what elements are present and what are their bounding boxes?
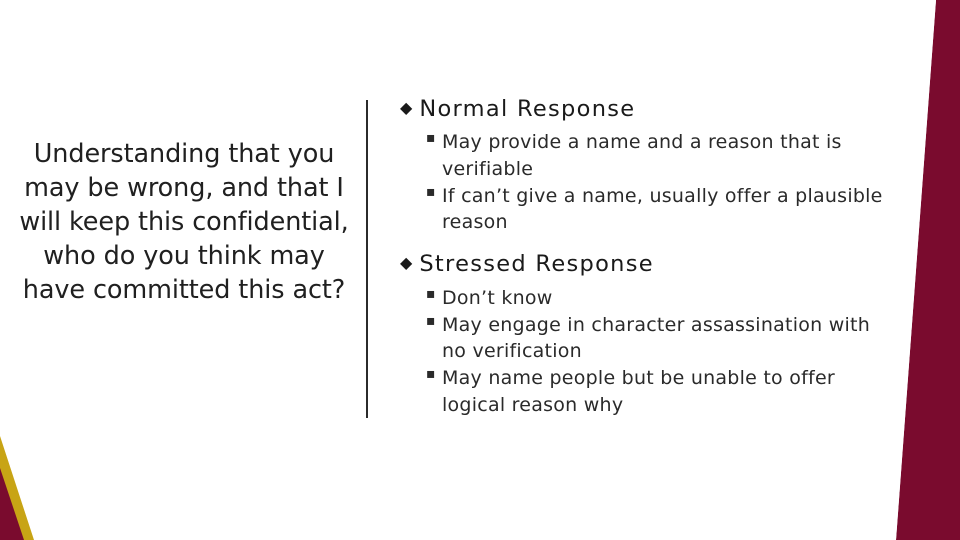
heading-label: Normal Response bbox=[419, 96, 636, 122]
list-item: ▪ If can’t give a name, usually offer a … bbox=[400, 183, 900, 235]
list-item: ▪ May provide a name and a reason that i… bbox=[400, 129, 900, 181]
section-heading-stressed-response: ◆ Stressed Response bbox=[400, 251, 900, 278]
vertical-divider bbox=[366, 100, 368, 418]
list-item: ▪ May engage in character assassination … bbox=[400, 312, 900, 364]
list-item-label: May engage in character assassination wi… bbox=[442, 313, 871, 363]
list-item-label: May provide a name and a reason that is … bbox=[442, 131, 842, 180]
diamond-bullet-icon: ◆ bbox=[400, 253, 413, 273]
list-item-label: If can’t give a name, usually offer a pl… bbox=[442, 184, 883, 234]
list-item-label: May name people but be unable to offer l… bbox=[442, 367, 835, 416]
square-bullet-icon: ▪ bbox=[426, 312, 436, 329]
bottom-left-decoration bbox=[0, 436, 34, 540]
heading-label: Stressed Response bbox=[419, 251, 654, 278]
square-bullet-icon: ▪ bbox=[426, 366, 436, 383]
section-list-stressed-response: ▪ Don’t know ▪ May engage in character a… bbox=[400, 285, 900, 418]
left-prompt-panel: Understanding that you may be wrong, and… bbox=[14, 138, 354, 308]
diamond-bullet-icon: ◆ bbox=[400, 98, 413, 117]
list-item: ▪ May name people but be unable to offer… bbox=[400, 365, 900, 417]
square-bullet-icon: ▪ bbox=[426, 285, 436, 302]
right-content-panel: ◆ Normal Response ▪ May provide a name a… bbox=[400, 96, 900, 431]
square-bullet-icon: ▪ bbox=[426, 183, 436, 200]
section-heading-normal-response: ◆ Normal Response bbox=[400, 96, 900, 123]
list-item: ▪ Don’t know bbox=[400, 285, 900, 311]
square-bullet-icon: ▪ bbox=[426, 130, 436, 147]
list-item-label: Don’t know bbox=[442, 286, 553, 309]
section-list-normal-response: ▪ May provide a name and a reason that i… bbox=[400, 129, 900, 235]
prompt-text: Understanding that you may be wrong, and… bbox=[19, 139, 349, 305]
